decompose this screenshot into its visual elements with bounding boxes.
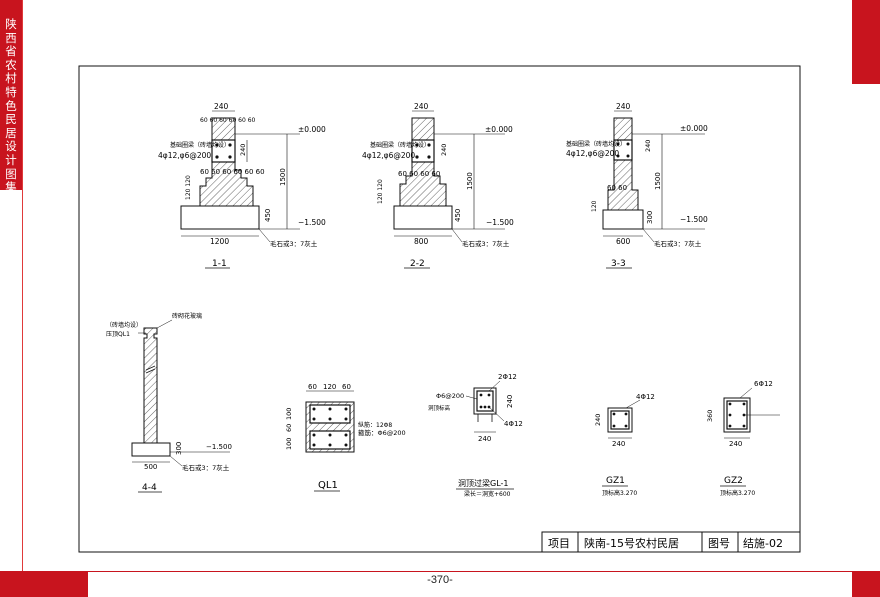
- s3-elev-top: ±0.000: [680, 124, 708, 133]
- gz2-rebar: 6Φ12: [754, 380, 773, 388]
- s3-mortar: 毛石或3：7灰土: [654, 239, 702, 248]
- s4-roof-note: 砖砌花玻璃: [172, 312, 202, 320]
- drawing-no-label: 图号: [708, 537, 730, 550]
- ql1-dim-3: 60: [342, 383, 351, 391]
- gz1-rebar: 4Φ12: [636, 393, 655, 401]
- corner-block-top-right: [852, 0, 880, 84]
- s2-ring-h: 240: [440, 144, 448, 156]
- gl1-bottom-rebar: 4Φ12: [504, 420, 523, 428]
- gl1-top-rebar: 2Φ12: [498, 373, 517, 381]
- section-2-2: 240 基础圈梁（砖墙均设） 4φ12,φ6@200 60 60 60 60 2…: [362, 102, 514, 269]
- s1-elev-bottom: −1.500: [298, 218, 326, 227]
- ql1-label: QL1: [318, 480, 338, 491]
- gz2-elev: 顶标高3.270: [720, 489, 755, 497]
- gz2-width: 240: [729, 440, 742, 448]
- project-label: 项目: [548, 537, 570, 550]
- gl1-label: 洞顶过梁GL-1: [458, 478, 509, 488]
- s2-elev-top: ±0.000: [485, 125, 513, 134]
- s3-steps: 60 60: [607, 184, 627, 192]
- s3-ring-h: 240: [644, 140, 652, 152]
- gl1-stirrup: Φ6@200: [436, 392, 464, 400]
- s3-step-h: 120: [591, 200, 598, 212]
- detail-ql1: 60 120 60 100 60 100 纵筋：12Φ8 箍筋：Φ6@200 Q…: [285, 383, 406, 492]
- s2-elev-bottom: −1.500: [486, 218, 514, 227]
- s3-ring-rebar: 4φ12,φ6@200: [566, 149, 619, 158]
- s3-label: 3-3: [611, 259, 626, 269]
- detail-gl1: 240 2Φ12 Φ6@200 洞顶标高 240 4Φ12 洞顶过梁GL-1 梁…: [428, 373, 523, 498]
- section-4-4: （砖墙均设） 压顶QL1 砖砌花玻璃 300 −1.500 500 毛石或3：7…: [106, 312, 232, 493]
- s4-base-h: 300: [175, 442, 183, 455]
- s4-base-width: 500: [144, 463, 157, 471]
- s1-ring-rebar: 4φ12,φ6@200: [158, 151, 211, 160]
- title-block: 项目 陕南-15号农村民居 图号 结施-02: [541, 531, 801, 553]
- s2-step-h: 120 120: [377, 179, 384, 204]
- s1-top-width: 240: [214, 102, 229, 111]
- s4-ring-name: 压顶QL1: [106, 331, 130, 338]
- s1-top-ticks: 60 60 60 60 60 60: [200, 117, 256, 124]
- gl1-lintel-note: 洞顶标高: [428, 404, 451, 412]
- gz1-label: GZ1: [606, 476, 625, 486]
- s4-ring-note: （砖墙均设）: [106, 321, 142, 329]
- gz2-height: 360: [706, 410, 714, 422]
- project-name: 陕南-15号农村民居: [584, 536, 679, 550]
- gz1-height: 240: [594, 414, 602, 426]
- s1-steps: 60 60 60 60 60 60: [200, 168, 265, 176]
- s2-ring-rebar: 4φ12,φ6@200: [362, 151, 415, 160]
- gz2-label: GZ2: [724, 476, 743, 486]
- s2-wall-h: 1500: [466, 172, 474, 190]
- s1-ring-beam: 基础圈梁（砖墙均设）: [170, 141, 230, 149]
- s3-elev-bottom: −1.500: [680, 215, 708, 224]
- ql1-dim-1: 60: [308, 383, 317, 391]
- ql1-rebar-stirrup: 箍筋：Φ6@200: [358, 428, 406, 437]
- s1-ring-h: 240: [239, 144, 247, 156]
- detail-gz2: 6Φ12 360 240 GZ2 顶标高3.270: [706, 380, 780, 497]
- corner-block-bottom-left: [0, 571, 88, 597]
- s2-base-h: 450: [454, 209, 462, 222]
- s3-top-width: 240: [616, 102, 631, 111]
- page-number: -370-: [427, 574, 453, 586]
- ql1-side-1: 100: [285, 408, 293, 420]
- ql1-rebar-main: 纵筋：12Φ8: [358, 421, 392, 429]
- s2-label: 2-2: [410, 259, 425, 269]
- s4-mortar: 毛石或3：7灰土: [182, 463, 230, 472]
- s3-ring-beam: 基础圈梁（砖墙均设）: [566, 140, 626, 148]
- s1-elev-top: ±0.000: [298, 125, 326, 134]
- s2-base-width: 800: [414, 237, 429, 246]
- ql1-dim-2: 120: [323, 383, 336, 391]
- s3-base-h: 300: [646, 211, 654, 224]
- s1-base-h: 450: [264, 209, 272, 222]
- s1-wall-h: 1500: [279, 168, 287, 186]
- gl1-height: 240: [506, 395, 514, 408]
- side-rule: [22, 0, 23, 597]
- s1-base-width: 1200: [210, 237, 229, 246]
- drawing-frame: [78, 65, 801, 553]
- s1-mortar: 毛石或3：7灰土: [270, 239, 318, 248]
- gz1-width: 240: [612, 440, 625, 448]
- s3-base-width: 600: [616, 237, 631, 246]
- section-1-1: 240 60 60 60 60 60 60 基础圈梁（砖墙均设） 4φ12,φ6…: [158, 102, 326, 269]
- s3-wall-h: 1500: [654, 172, 662, 190]
- bottom-rule: [88, 571, 852, 572]
- s2-mortar: 毛石或3：7灰土: [462, 239, 510, 248]
- side-tab: [0, 0, 22, 190]
- gl1-note: 梁长＝洞宽+600: [464, 490, 511, 498]
- drawing-no: 结施-02: [743, 537, 783, 550]
- ql1-side-2: 60: [285, 424, 293, 432]
- gl1-width: 240: [478, 435, 491, 443]
- s2-steps: 60 60 60 60: [398, 170, 440, 178]
- corner-block-bottom-right: [852, 571, 880, 597]
- s1-step-h: 120 120: [185, 175, 192, 200]
- s2-top-width: 240: [414, 102, 429, 111]
- section-3-3: 240 基础圈梁（砖墙均设） 4φ12,φ6@200 60 60 240 150…: [566, 102, 708, 269]
- s2-ring-beam: 基础圈梁（砖墙均设）: [370, 141, 430, 149]
- s4-elev-bottom: −1.500: [206, 443, 232, 451]
- gz1-elev: 顶标高3.270: [602, 489, 637, 497]
- ql1-side-3: 100: [285, 438, 293, 450]
- s1-label: 1-1: [212, 259, 227, 269]
- side-tab-title: 陕西省农村特色民居设计图集: [5, 17, 17, 195]
- s4-label: 4-4: [142, 483, 157, 493]
- detail-gz1: 4Φ12 240 240 GZ1 顶标高3.270: [594, 393, 655, 497]
